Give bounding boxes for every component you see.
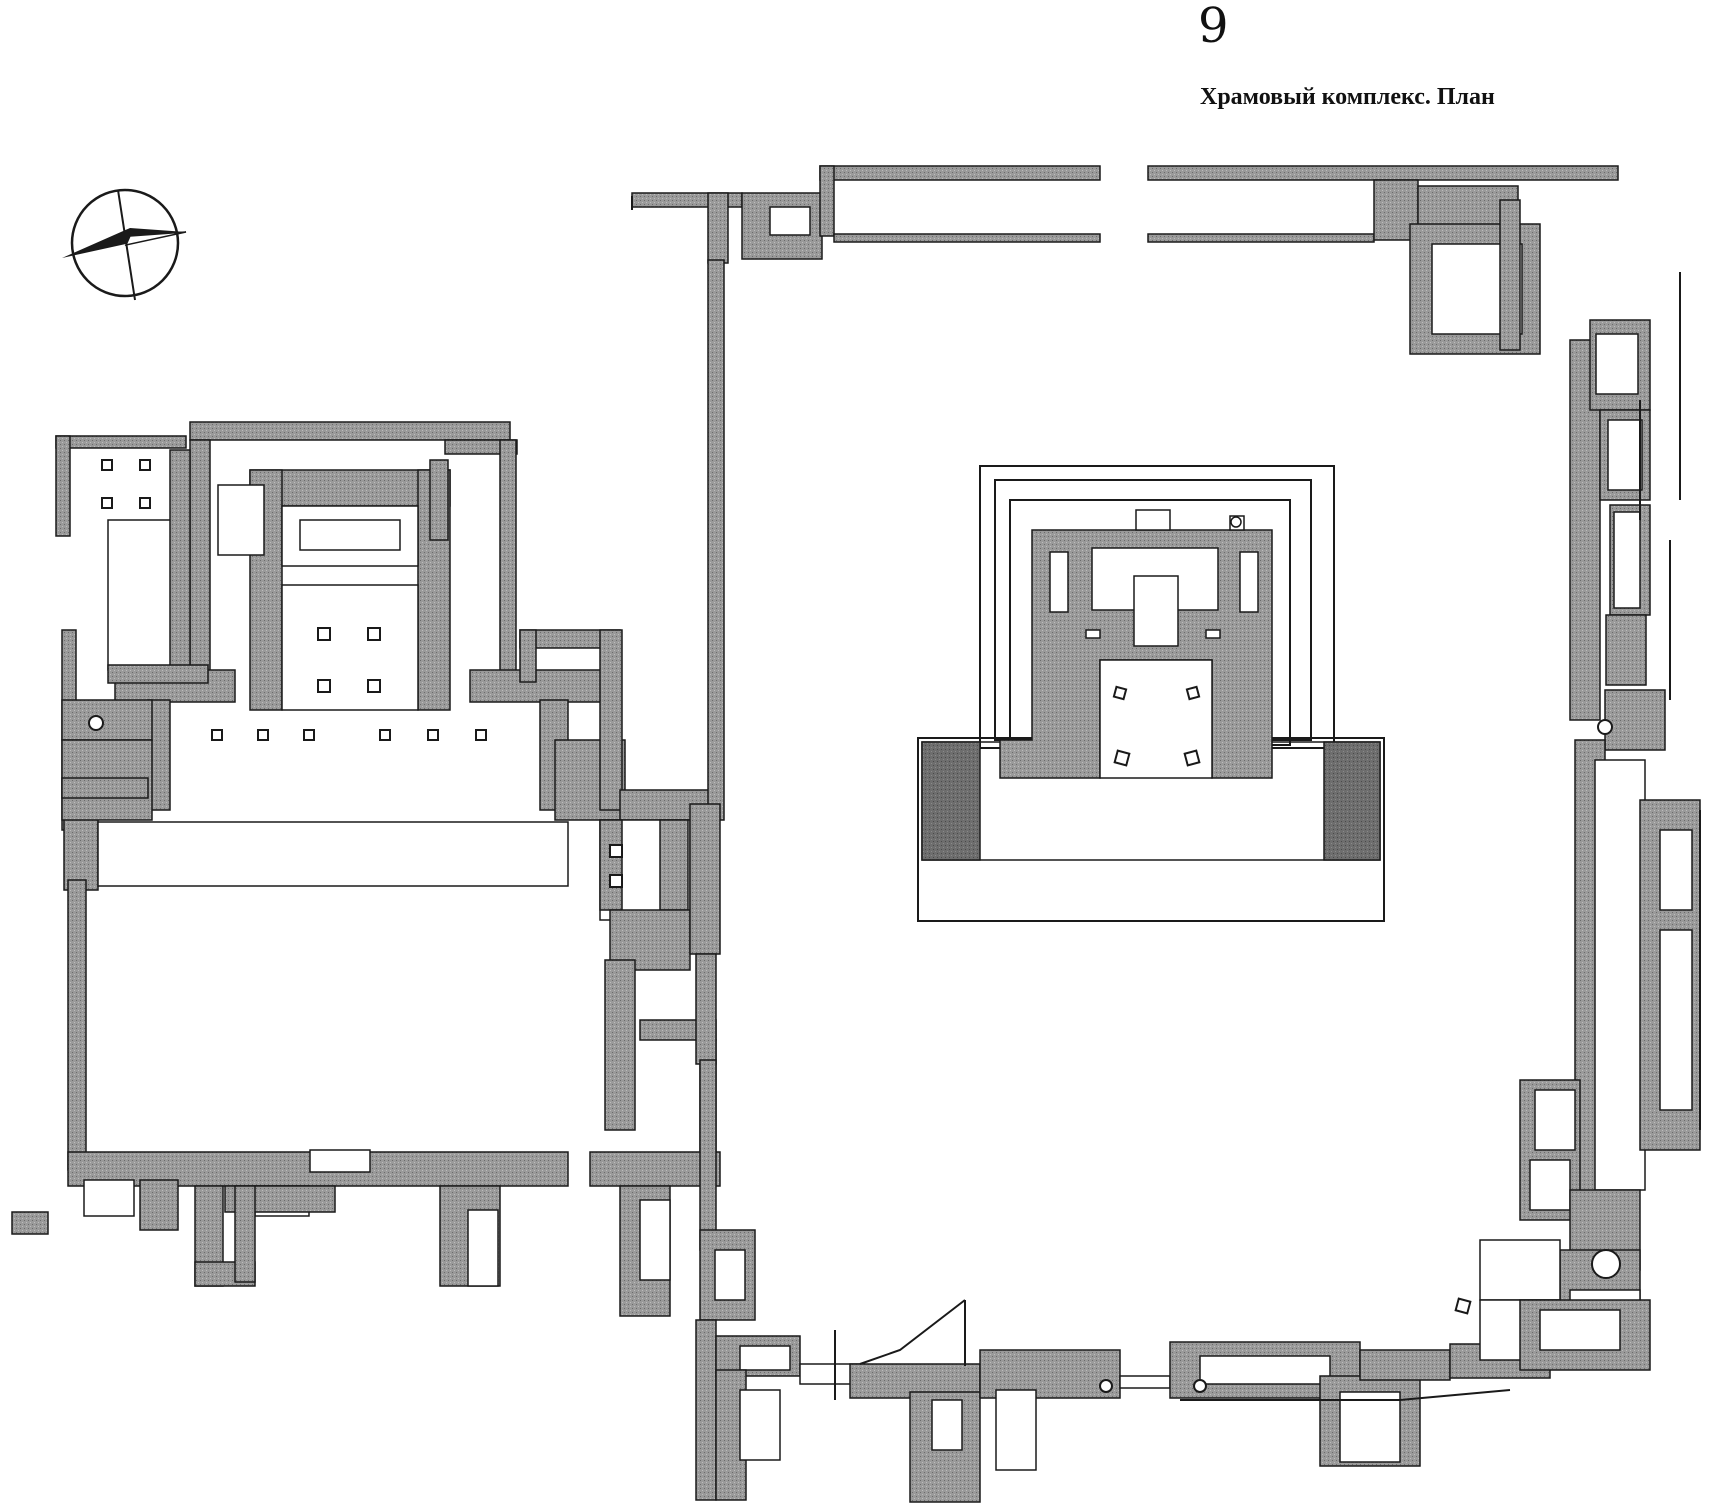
central-temple [917, 465, 1385, 922]
misc-features [1099, 719, 1621, 1393]
west-temple-pillars [88, 459, 623, 888]
west-temple [11, 421, 721, 1317]
page-number: 9 [1198, 0, 1229, 54]
figure-caption: Храмовый комплекс. План [1200, 84, 1495, 110]
great-enclosure-walls [631, 165, 1701, 1503]
enclosure-outlines [631, 196, 1701, 1401]
north-arrow-icon [62, 188, 187, 301]
